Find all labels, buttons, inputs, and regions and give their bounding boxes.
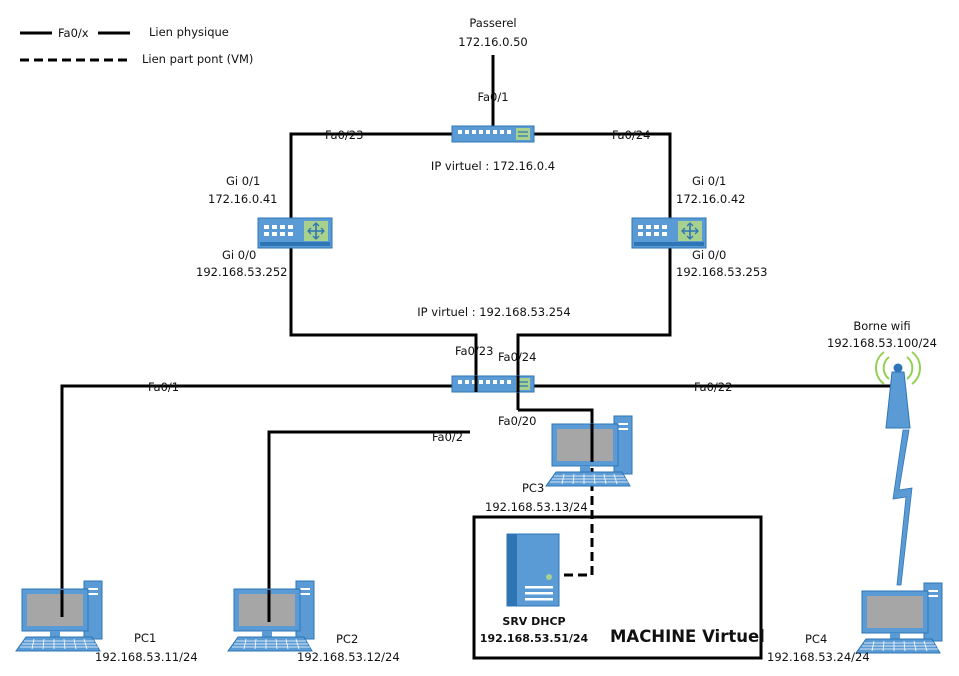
gateway-name: Passerel: [469, 16, 516, 30]
router-left-if-top: Gi 0/1: [226, 174, 260, 188]
router-left: Gi 0/1 172.16.0.41 Gi 0/0 192.168.53.252: [196, 174, 333, 279]
legend-cable-label: Fa0/x: [58, 26, 89, 40]
core-switch-port-24: Fa0/24: [498, 350, 536, 364]
wifi-antenna-icon: [875, 351, 921, 429]
top-switch-port-up: Fa0/1: [477, 90, 508, 104]
router-right-icon: [631, 217, 707, 249]
server-icon: [506, 533, 560, 607]
wire-topswitch-left-router-core: [289, 132, 478, 380]
legend-physical-text: Lien physique: [149, 25, 229, 39]
server-name: SRV DHCP: [502, 615, 565, 628]
pc2-ip: 192.168.53.12/24: [297, 650, 400, 664]
pc4-name: PC4: [805, 632, 827, 646]
gateway: Passerel 172.16.0.50: [458, 16, 528, 49]
core-switch-icon: [451, 375, 535, 393]
core-switch: IP virtuel : 192.168.53.254 Fa0/23 Fa0/2…: [148, 305, 732, 444]
router-left-ip-top: 172.16.0.41: [208, 192, 278, 206]
pc1-ip: 192.168.53.11/24: [95, 650, 198, 664]
pc2-computer-icon: [227, 580, 315, 652]
top-switch: Fa0/1 Fa0/23 Fa0/24 IP virtuel : 172.16.…: [325, 90, 650, 173]
bridge-pc3-server: [557, 468, 594, 577]
core-switch-virtual-ip: IP virtuel : 192.168.53.254: [417, 305, 570, 319]
router-left-icon: [257, 217, 333, 249]
top-switch-port-right: Fa0/24: [612, 128, 650, 142]
core-switch-port-2: Fa0/2: [432, 430, 463, 444]
wire-core-pc2: [267, 430, 470, 622]
core-switch-port-20: Fa0/20: [498, 414, 536, 428]
pc4-computer-icon: [855, 582, 943, 654]
router-right-ip-top: 172.16.0.42: [676, 192, 746, 206]
router-right-if-top: Gi 0/1: [692, 174, 726, 188]
pc3-computer-icon: [545, 415, 633, 487]
top-switch-port-left: Fa0/23: [325, 128, 363, 142]
wireless-link-bolt-icon: [892, 429, 913, 586]
wire-topswitch-right-router-core: [516, 132, 672, 410]
top-switch-virtual-ip: IP virtuel : 172.16.0.4: [431, 159, 555, 173]
wifi-ip: 192.168.53.100/24: [827, 336, 937, 350]
vm-box-frame: [472, 515, 763, 660]
gateway-ip: 172.16.0.50: [458, 35, 528, 49]
top-switch-icon: [451, 125, 535, 143]
core-switch-port-22: Fa0/22: [694, 380, 732, 394]
wire-core-pc1: [60, 384, 460, 617]
router-right-ip-bottom: 192.168.53.253: [676, 265, 767, 279]
pc4: PC4 192.168.53.24/24: [767, 582, 943, 664]
pc3-ip: 192.168.53.13/24: [485, 500, 588, 514]
pc1-name: PC1: [134, 631, 156, 645]
router-left-ip-bottom: 192.168.53.252: [196, 265, 287, 279]
pc1-computer-icon: [15, 580, 103, 652]
core-switch-port-1: Fa0/1: [148, 380, 179, 394]
pc2-name: PC2: [336, 632, 358, 646]
wifi-name: Borne wifi: [853, 319, 910, 333]
pc3: PC3 192.168.53.13/24: [485, 415, 633, 514]
wifi-access-point: Borne wifi 192.168.53.100/24: [827, 319, 937, 586]
router-right-if-bottom: Gi 0/0: [692, 248, 726, 262]
pc4-ip: 192.168.53.24/24: [767, 650, 870, 664]
core-switch-port-23: Fa0/23: [455, 344, 493, 358]
virtual-machine-box: MACHINE Virtuel SRV DHCP 192.168.53.51/2…: [472, 515, 765, 660]
router-left-if-bottom: Gi 0/0: [222, 248, 256, 262]
vm-box-title: MACHINE Virtuel: [610, 627, 765, 646]
pc1: PC1 192.168.53.11/24: [15, 580, 198, 664]
router-right: Gi 0/1 172.16.0.42 Gi 0/0 192.168.53.253: [631, 174, 767, 279]
pc2: PC2 192.168.53.12/24: [227, 580, 400, 664]
server-ip: 192.168.53.51/24: [480, 632, 589, 645]
legend: Fa0/x Lien physique Lien part pont (VM): [20, 25, 253, 66]
pc3-name: PC3: [522, 481, 544, 495]
legend-bridge-text: Lien part pont (VM): [142, 52, 253, 66]
